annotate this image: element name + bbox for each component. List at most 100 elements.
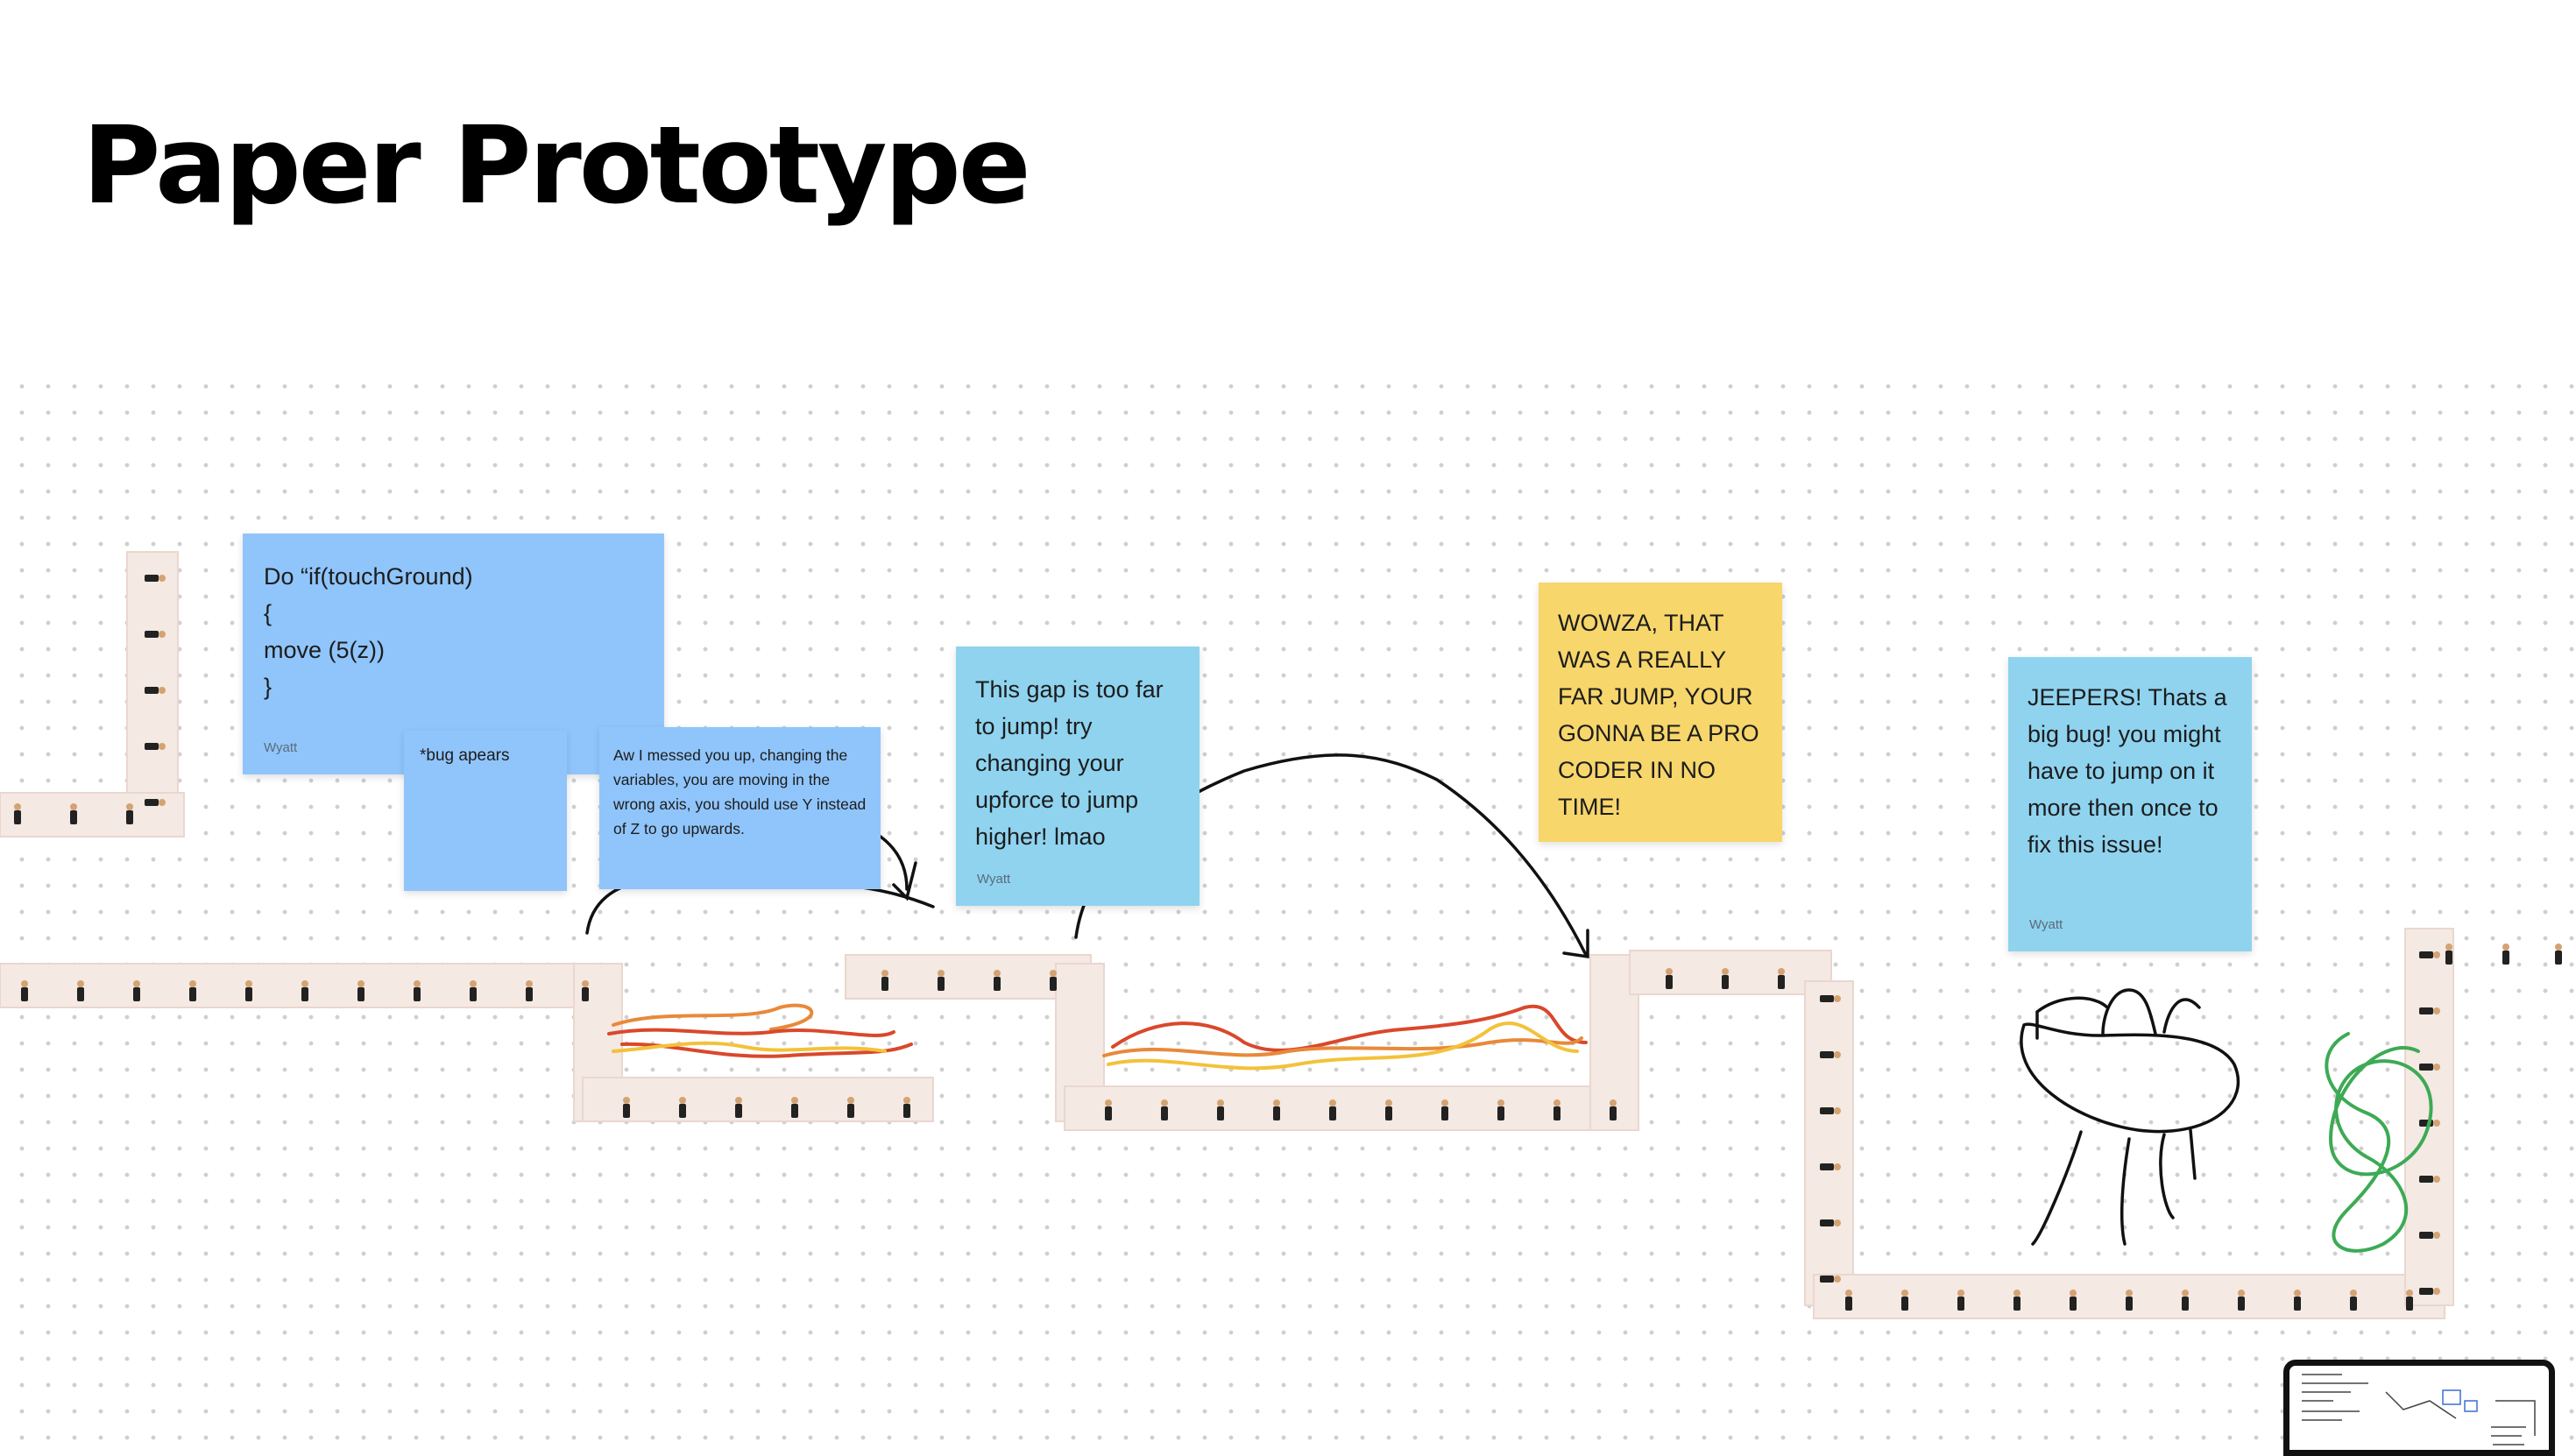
player-figure xyxy=(1161,1099,1168,1120)
player-figure xyxy=(2126,1290,2133,1311)
player-figure xyxy=(189,980,196,1001)
player-figure xyxy=(2419,1232,2440,1239)
player-figure xyxy=(1385,1099,1392,1120)
player-figure xyxy=(1105,1099,1112,1120)
player-figure xyxy=(1050,970,1057,991)
player-figure xyxy=(1441,1099,1448,1120)
player-figure xyxy=(2502,944,2509,965)
player-figure xyxy=(679,1097,686,1118)
track-strip xyxy=(1629,950,1832,995)
scribble-orange-1 xyxy=(612,1003,814,1031)
player-figure xyxy=(938,970,945,991)
player-figure xyxy=(2419,1288,2440,1295)
black-pen-strokes xyxy=(585,753,2240,1246)
player-figure xyxy=(145,799,166,806)
scribble-red-1 xyxy=(607,1028,895,1037)
player-figure xyxy=(1820,1051,1841,1058)
player-figure xyxy=(1778,968,1785,989)
scribble-orange-2 xyxy=(1102,1036,1583,1057)
player-figure xyxy=(145,631,166,638)
player-figure xyxy=(623,1097,630,1118)
player-figure xyxy=(1820,1276,1841,1283)
player-figure xyxy=(145,687,166,694)
player-figure xyxy=(1666,968,1673,989)
player-figure xyxy=(2238,1290,2245,1311)
track-strip xyxy=(1804,980,1854,1306)
player-figure xyxy=(1845,1290,1852,1311)
player-figure xyxy=(357,980,364,1001)
player-figure xyxy=(126,803,133,824)
player-figure xyxy=(2182,1290,2189,1311)
track-strip xyxy=(0,963,623,1008)
sticky-jeepers-note[interactable]: JEEPERS! Thats a big bug! you might have… xyxy=(2008,657,2252,951)
sticky-code-text: Do “if(touchGround) { move (5(z)) } xyxy=(264,563,473,700)
bug-legs xyxy=(2031,1128,2197,1246)
player-figure xyxy=(145,743,166,750)
sticky-explain-note[interactable]: Aw I messed you up, changing the variabl… xyxy=(599,727,881,889)
minimap-thumbnail[interactable] xyxy=(2283,1360,2555,1456)
minimap-preview xyxy=(2302,1374,2536,1445)
player-figure xyxy=(1329,1099,1336,1120)
player-figure xyxy=(847,1097,854,1118)
player-figure xyxy=(145,575,166,582)
scribble-yellow-1 xyxy=(612,1041,887,1053)
sticky-gap-author: Wyatt xyxy=(977,872,1011,887)
player-figure xyxy=(1957,1290,1964,1311)
player-figure xyxy=(2555,944,2562,965)
player-figure xyxy=(14,803,21,824)
player-figure xyxy=(133,980,140,1001)
sticky-wowza-note[interactable]: WOWZA, THAT WAS A REALLY FAR JUMP, YOUR … xyxy=(1539,583,1782,842)
sticky-gap-note[interactable]: This gap is too far to jump! try changin… xyxy=(956,647,1200,906)
player-figure xyxy=(21,980,28,1001)
bug-antennae xyxy=(2035,988,2201,1040)
scribble-yellow-2 xyxy=(1107,1021,1579,1071)
player-figure xyxy=(1217,1099,1224,1120)
player-figure xyxy=(526,980,533,1001)
sticky-code-author: Wyatt xyxy=(264,740,298,755)
sticky-bug-note[interactable]: *bug apears xyxy=(404,731,567,891)
player-figure xyxy=(2350,1290,2357,1311)
player-figure xyxy=(2406,1290,2413,1311)
player-figure xyxy=(582,980,589,1001)
sticky-jeepers-text: JEEPERS! Thats a big bug! you might have… xyxy=(2028,684,2227,858)
player-figure xyxy=(881,970,888,991)
sticky-bug-text: *bug apears xyxy=(420,746,510,765)
player-figure xyxy=(903,1097,910,1118)
player-figure-marks xyxy=(14,575,2562,1311)
player-figure xyxy=(70,803,77,824)
player-figure xyxy=(1820,995,1841,1002)
player-figure xyxy=(301,980,308,1001)
jump-arc-arrowhead xyxy=(1562,929,1589,959)
sticky-wowza-text: WOWZA, THAT WAS A REALLY FAR JUMP, YOUR … xyxy=(1558,610,1759,820)
player-figure xyxy=(2419,1176,2440,1183)
scribble-green-loop xyxy=(2325,1032,2433,1253)
track-strip xyxy=(1064,1085,1626,1131)
sticky-gap-text: This gap is too far to jump! try changin… xyxy=(975,676,1164,850)
level-track-strips xyxy=(0,551,2454,1319)
colored-scribbles xyxy=(607,1003,2433,1253)
player-figure xyxy=(2445,944,2452,965)
player-figure xyxy=(2070,1290,2077,1311)
player-figure xyxy=(1820,1107,1841,1114)
player-figure xyxy=(1820,1219,1841,1226)
player-figure xyxy=(2419,951,2440,958)
player-figure xyxy=(2013,1290,2020,1311)
player-figure xyxy=(1610,1099,1617,1120)
page-title: Paper Prototype xyxy=(82,103,1031,228)
player-figure xyxy=(77,980,84,1001)
player-figure xyxy=(791,1097,798,1118)
bug-body xyxy=(2020,1022,2240,1134)
player-figure xyxy=(1901,1290,1908,1311)
player-figure xyxy=(994,970,1001,991)
player-figure xyxy=(1497,1099,1504,1120)
player-figure xyxy=(2419,1064,2440,1071)
player-figure xyxy=(2419,1007,2440,1014)
player-figure xyxy=(735,1097,742,1118)
scribble-red-3 xyxy=(1111,1004,1588,1052)
player-figure xyxy=(245,980,252,1001)
player-figure xyxy=(1820,1163,1841,1170)
player-figure xyxy=(2294,1290,2301,1311)
track-strip xyxy=(582,1077,934,1122)
sticky-jeepers-author: Wyatt xyxy=(2029,917,2063,932)
